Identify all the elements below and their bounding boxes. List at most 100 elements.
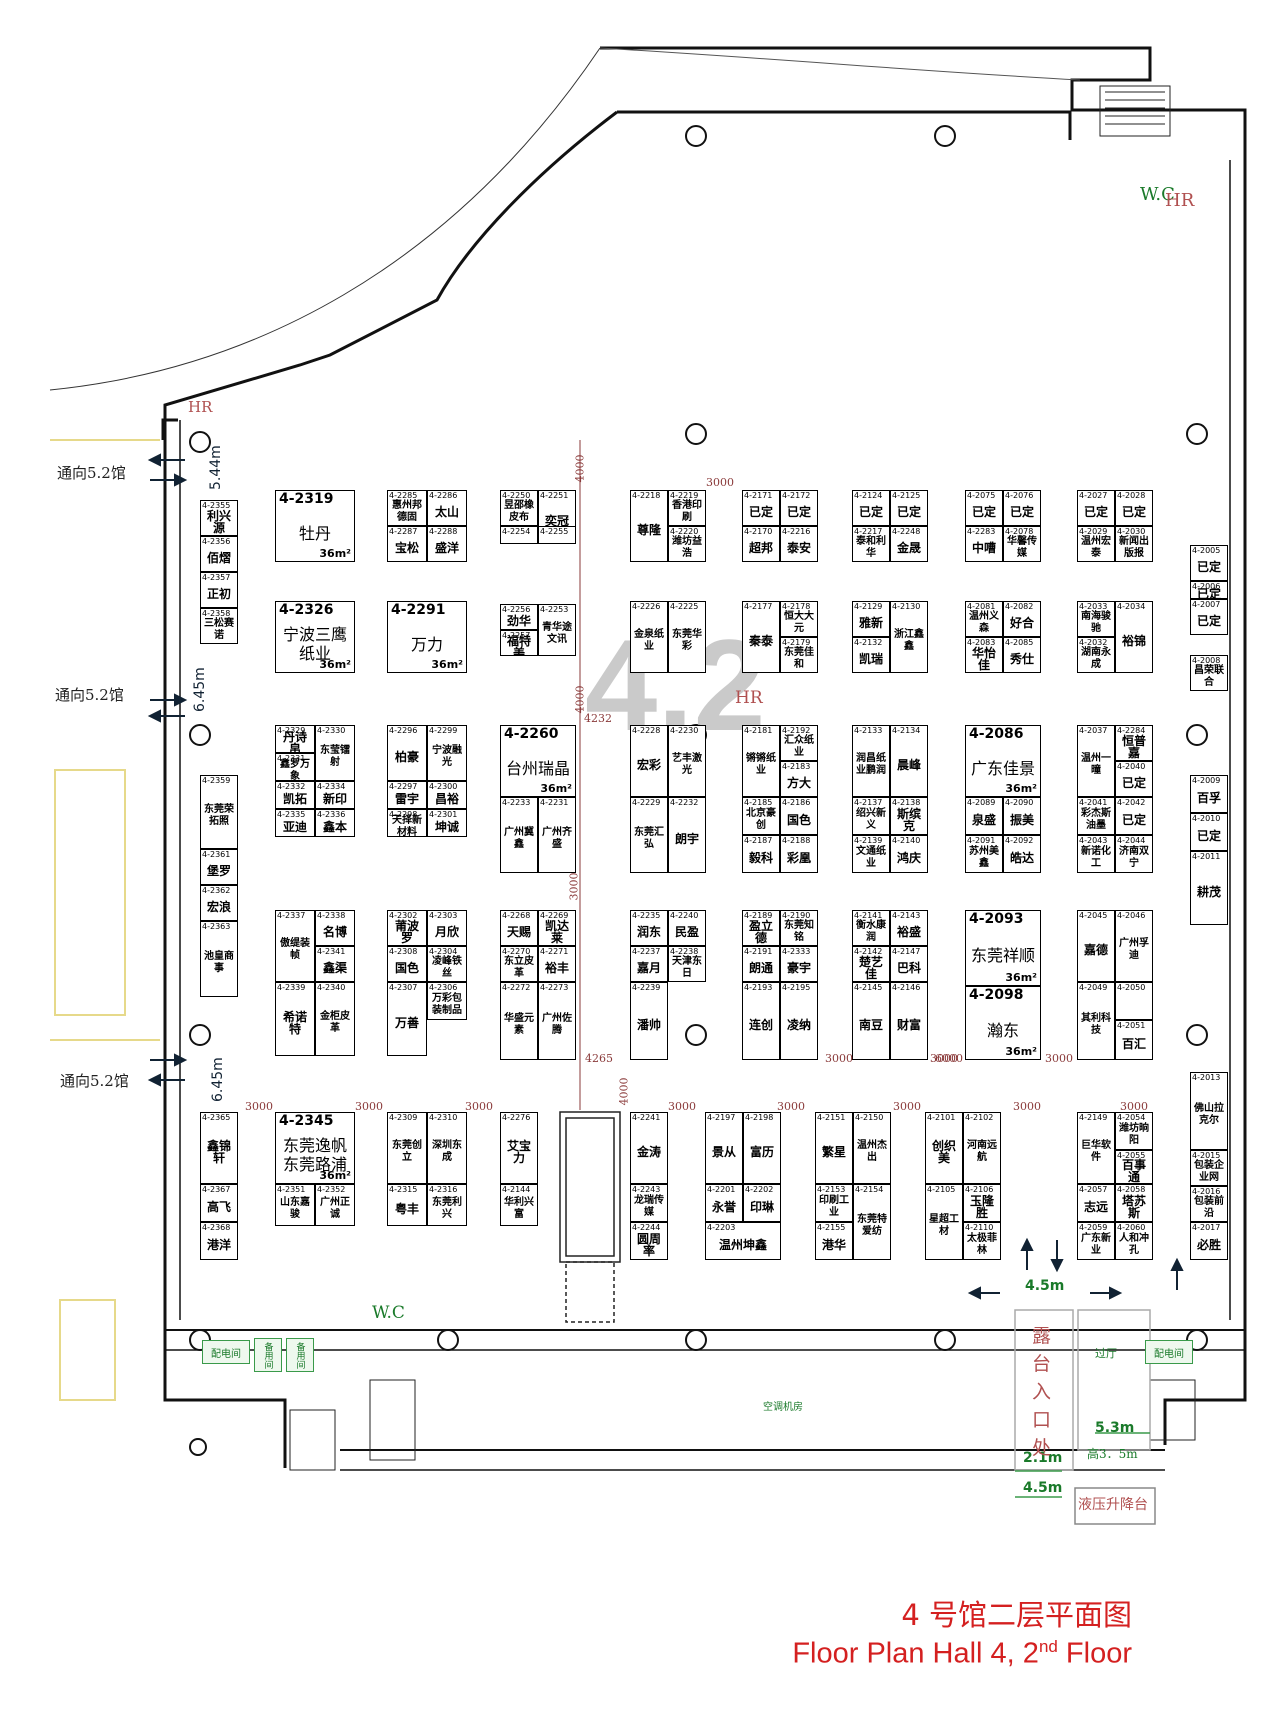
booth-area: 36m² — [319, 547, 351, 560]
booth-name: 北京豪创 — [746, 808, 776, 831]
booth-id: 4-2016 — [1192, 1187, 1221, 1196]
booth-id: 4-2110 — [965, 1223, 994, 1232]
booth-id: 4-2243 — [632, 1185, 661, 1194]
booth-id: 4-2027 — [1079, 491, 1108, 500]
dim-0: 3000 — [706, 476, 734, 489]
booth-name: 民盈 — [674, 925, 699, 939]
booth-name: 金涛 — [636, 1145, 661, 1159]
booth-id: 4-2181 — [744, 726, 773, 735]
booth-id: 4-2011 — [1192, 852, 1221, 861]
booth-name: 广州孚迪 — [1119, 938, 1149, 961]
booth-id: 4-2244 — [632, 1223, 661, 1232]
booth-name: 佰熠 — [206, 551, 231, 565]
booth-id: 4-2190 — [782, 911, 811, 920]
hr-top: HR — [1165, 190, 1195, 211]
plan-title-en-sup: nd — [1038, 1637, 1058, 1656]
booth-id: 4-2183 — [782, 762, 811, 771]
booth-id: 4-2218 — [632, 491, 661, 500]
measure-left-1: 5.44m — [208, 445, 224, 490]
booth-id: 4-2146 — [892, 983, 921, 992]
booth-name: 国色 — [394, 961, 419, 975]
booth-id: 4-2143 — [892, 911, 921, 920]
plan-title-en: Floor Plan Hall 4, 2nd Floor — [792, 1637, 1132, 1671]
booth-name: 印刷工业 — [819, 1195, 849, 1218]
booth-name: 东莞知铭 — [784, 920, 814, 943]
booth-name: 宁波三鹰纸业 — [282, 625, 347, 663]
booth-name: 东莞华彩 — [672, 629, 702, 652]
booth-id: 4-2272 — [502, 983, 531, 992]
booth-id: 4-2357 — [202, 573, 231, 582]
booth-name: 池皇商事 — [204, 951, 234, 974]
booth-name: 粤丰 — [394, 1202, 419, 1216]
booth-name: 恒普嘉 — [1121, 734, 1146, 760]
booth-id: 4-2335 — [277, 810, 306, 819]
booth-id: 4-2307 — [389, 983, 418, 992]
booth-id: 4-2341 — [317, 947, 346, 956]
booth-name: 彩凰 — [786, 851, 811, 865]
booth-name: 艾宝力 — [506, 1139, 531, 1165]
booth-id: 4-2145 — [854, 983, 883, 992]
booth-id: 4-2134 — [892, 726, 921, 735]
booth-id: 4-2138 — [892, 798, 921, 807]
booth-id: 4-2101 — [927, 1113, 956, 1122]
booth-name: 超邦 — [748, 541, 773, 555]
booth-name: 深圳东成 — [432, 1140, 462, 1163]
booth-4-2181: 4-2181 锵锵纸业 — [742, 725, 780, 797]
booth-name: 昌荣联合 — [1194, 665, 1224, 688]
booth-id: 4-2051 — [1117, 1021, 1146, 1030]
passage-label-1: 通向5.2馆 — [57, 464, 126, 482]
booth-name: 文通纸业 — [856, 846, 886, 869]
booth-id: 4-2010 — [1192, 814, 1221, 823]
booth-id: 4-2015 — [1192, 1151, 1221, 1160]
booth-name: 东莞逸帆东莞路浦 — [282, 1136, 347, 1174]
dim-5: 4265 — [585, 1052, 613, 1065]
booth-name: 恒大大元 — [784, 611, 814, 634]
booth-name: 宏浪 — [206, 900, 231, 914]
booth-name: 锵锵纸业 — [746, 753, 776, 776]
booth-id: 4-2179 — [782, 638, 811, 647]
booth-name: 佛山拉克尔 — [1194, 1103, 1224, 1126]
booth-id: 4-2098 — [969, 987, 1024, 1003]
booth-id: 4-2237 — [632, 947, 661, 956]
spare-room-1: 备用间 — [254, 1338, 282, 1372]
direction-arrows — [147, 453, 1184, 1300]
dim-14: 3000 — [825, 1052, 853, 1065]
booth-id: 4-2225 — [670, 602, 699, 611]
dim-15: 6000 — [935, 1052, 963, 1065]
booth-name: 朗通 — [748, 961, 773, 975]
booth-id: 4-2235 — [632, 911, 661, 920]
booth-name: 牡丹 — [298, 523, 331, 543]
booth-name: 傲缇装帧 — [280, 938, 310, 961]
booth-name: 劲华 — [506, 614, 531, 628]
booth-name: 东莞祥顺 — [970, 945, 1035, 965]
booth-id: 4-2300 — [429, 782, 458, 791]
booth-id: 4-2089 — [967, 798, 996, 807]
booth-id: 4-2228 — [632, 726, 661, 735]
